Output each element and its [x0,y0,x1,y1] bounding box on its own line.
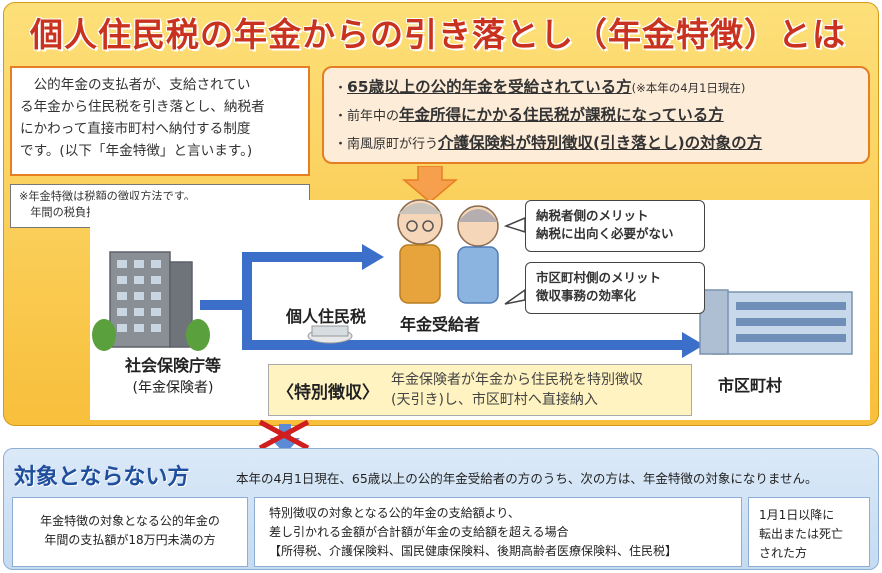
exclusion-3: 1月1日以降に 転出または死亡 された方 [748,497,870,567]
city-label: 市区町村 [718,376,783,395]
exclusion-line: 1月1日以降に [759,508,835,522]
down-arrow-icon [401,166,459,202]
exclusion-1: 年金特徴の対象となる公的年金の 年間の支払額が18万円未満の方 [12,497,248,567]
definition-line: にかわって直接市町村へ納付する制度 [20,121,251,137]
desc-line: 年金保険者が年金から住民税を特別徴収 [391,372,643,388]
bubble-heading: 納税者側のメリット [536,208,649,223]
condition-1: ・65歳以上の公的年金を受給されている方(※本年の4月1日現在) [334,74,858,102]
flow-arrows [200,244,704,358]
condition-1-emphasis: 65歳以上の公的年金を受給されている方 [347,78,632,96]
page-title: 個人住民税の年金からの引き落とし（年金特徴）とは [30,15,846,54]
city-hall-icon [699,289,853,355]
conditions-box: ・65歳以上の公的年金を受給されている方(※本年の4月1日現在) ・前年中の年金… [322,66,870,164]
desc-line: (天引き)し、市区町村へ直接納入 [391,392,598,408]
bubble-tail [504,288,526,305]
note-line: ※年金特徴は税額の徴収方法です。 [19,190,196,203]
agency-building-icon [92,251,210,351]
special-collection-label: 〈特別徴収〉 [277,382,379,403]
exclusion-line: 年金特徴の対象となる公的年金の [40,514,220,528]
agency-label: 社会保険庁等 (年金保険者) [88,355,258,399]
agency-name: 社会保険庁等 [124,356,221,375]
bubble-heading: 市区町村側のメリット [536,270,662,285]
condition-2-prefix: ・前年中の [334,109,400,124]
not-applicable-desc: 本年の4月1日現在、65歳以上の公的年金受給者の方のうち、次の方は、年金特徴の対… [236,471,818,486]
agency-sub: (年金保険者) [132,380,214,396]
condition-2: ・前年中の年金所得にかかる住民税が課税になっている方 [334,102,858,130]
definition-line: です。(以下「年金特徴」と言います。) [20,143,253,159]
pension-recipients-icon [397,199,499,304]
taxpayer-merit-bubble: 納税者側のメリット 納税に出向く必要がない [525,200,705,252]
definition-line: る年金から住民税を引き落とし、納税者 [20,99,265,115]
exclusion-line: 【所得税、介護保険料、国民健康保険料、後期高齢者医療保険料、住民税】 [269,544,678,558]
not-applicable-title: 対象とならない方 [14,465,190,490]
exclusion-2: 特別徴収の対象となる公的年金の支給額より、 差し引かれる金額が合計額が年金の支給… [254,497,742,567]
condition-3-prefix: ・南風原町が行う [334,137,439,152]
special-collection-desc: 年金保険者が年金から住民税を特別徴収 (天引き)し、市区町村へ直接納入 [391,370,643,410]
city-merit-bubble: 市区町村側のメリット 徴収事務の効率化 [525,262,705,314]
special-collection-box: 〈特別徴収〉 年金保険者が年金から住民税を特別徴収 (天引き)し、市区町村へ直接… [268,364,692,416]
exclusion-line: 転出または死亡 [759,527,844,541]
bubble-tail [503,216,526,234]
exclusion-line: 年間の支払額が18万円未満の方 [44,533,216,547]
condition-1-note: (※本年の4月1日現在) [631,81,746,95]
money-icon [307,325,353,344]
definition-line: 公的年金の支払者が、支給されてい [20,77,251,93]
exclusion-line: 特別徴収の対象となる公的年金の支給額より、 [269,506,520,520]
condition-2-emphasis: 年金所得にかかる住民税が課税になっている方 [399,106,724,124]
cross-mark-icon [258,419,310,451]
recipient-label: 年金受給者 [400,315,481,334]
exclusion-line: された方 [759,546,808,560]
definition-box: 公的年金の支払者が、支給されてい る年金から住民税を引き落とし、納税者 にかわっ… [10,66,310,176]
condition-3-emphasis: 介護保険料が特別徴収(引き落とし)の対象の方 [438,134,763,152]
bullet: ・ [334,81,348,96]
bubble-text: 徴収事務の効率化 [536,288,637,303]
bubble-text: 納税に出向く必要がない [536,226,674,241]
condition-3: ・南風原町が行う介護保険料が特別徴収(引き落とし)の対象の方 [334,130,858,158]
resident-tax-label: 個人住民税 [286,307,367,326]
exclusion-line: 差し引かれる金額が合計額が年金の支給額を超える場合 [269,525,569,539]
